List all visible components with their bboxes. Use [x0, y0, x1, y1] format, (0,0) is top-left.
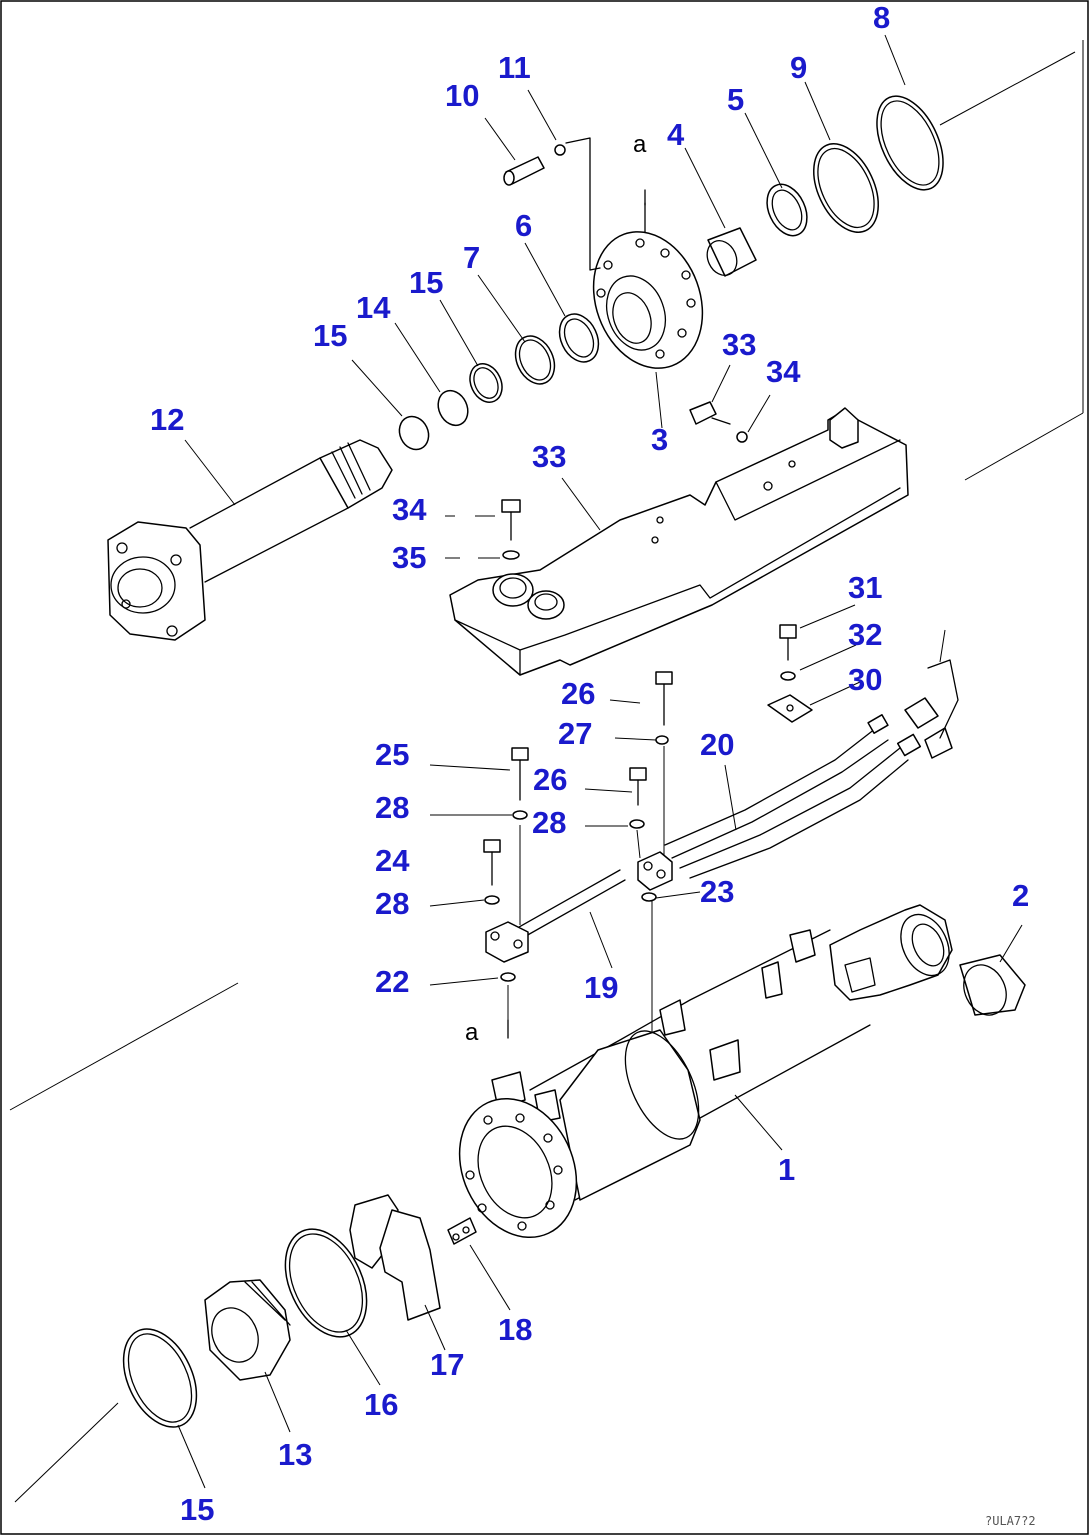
callout-19: 18: [498, 1312, 532, 1347]
callout-13: 13: [278, 1437, 312, 1472]
rod-seals: [398, 313, 600, 451]
reference-a-bottom: a: [465, 1019, 479, 1046]
bolt-10-washer-11: [503, 137, 601, 271]
callout-7: 7: [463, 240, 480, 275]
callout-18: 17: [430, 1347, 464, 1382]
callout-33-upper: 33: [722, 327, 756, 362]
reference-a-top: a: [633, 131, 647, 158]
callout-33-lower: 34: [392, 492, 427, 527]
piston-parts: [122, 1194, 477, 1428]
callout-8: 8: [873, 0, 890, 35]
callout-9: 9: [790, 50, 807, 85]
callout-3: 3: [651, 422, 668, 457]
callout-28-left: 28: [375, 790, 409, 825]
callout-32: 33: [532, 439, 566, 474]
callout-14: 14: [356, 290, 391, 325]
callout-17: 16: [364, 1387, 398, 1422]
callout-22: 22: [375, 964, 409, 999]
callout-21: 20: [700, 727, 734, 762]
callout-28-top: 27: [558, 716, 592, 751]
callout-10: 10: [445, 78, 479, 113]
guard-bracket: [449, 407, 909, 676]
callout-31: 32: [848, 617, 882, 652]
callout-24: 24: [375, 843, 410, 878]
callout-16: 15: [180, 1492, 214, 1527]
callout-34-lower: 35: [392, 540, 426, 575]
callout-27: 26: [561, 676, 595, 711]
callout-6: 6: [515, 208, 532, 243]
callout-labels: 8 9 5 4 11 10 6 7 15 14 15 12 3 33 34 33…: [150, 0, 1036, 1528]
callout-4: 4: [667, 117, 685, 152]
callout-23: 23: [700, 874, 734, 909]
callout-5: 5: [727, 82, 744, 117]
callout-1: 1: [778, 1152, 795, 1187]
callout-15-lower: 15: [313, 318, 347, 353]
hose-assembly: [483, 189, 959, 1040]
callout-26: 26: [533, 762, 567, 797]
callout-29: 30: [848, 662, 882, 697]
callout-25: 25: [375, 737, 409, 772]
callout-28-mid: 28: [532, 805, 566, 840]
callout-2: 2: [1012, 878, 1029, 913]
drawing-code: ?ULA7?2: [985, 1514, 1036, 1528]
leader-lines: [177, 34, 1023, 1489]
center-axis-lines: [9, 40, 1084, 1503]
callout-30: 31: [848, 570, 882, 605]
cylinder-head: [592, 202, 704, 369]
cylinder-tube: [458, 904, 1026, 1239]
callout-34-upper: 34: [766, 354, 801, 389]
piston-rod: [107, 439, 393, 641]
callout-20: 19: [584, 970, 618, 1005]
callout-12: 12: [150, 402, 184, 437]
guard-bolts: [501, 401, 748, 560]
head-rings: [706, 95, 944, 277]
callout-15-upper: 15: [409, 265, 443, 300]
callout-28-bottom: 28: [375, 886, 409, 921]
callout-11: 11: [498, 50, 531, 85]
